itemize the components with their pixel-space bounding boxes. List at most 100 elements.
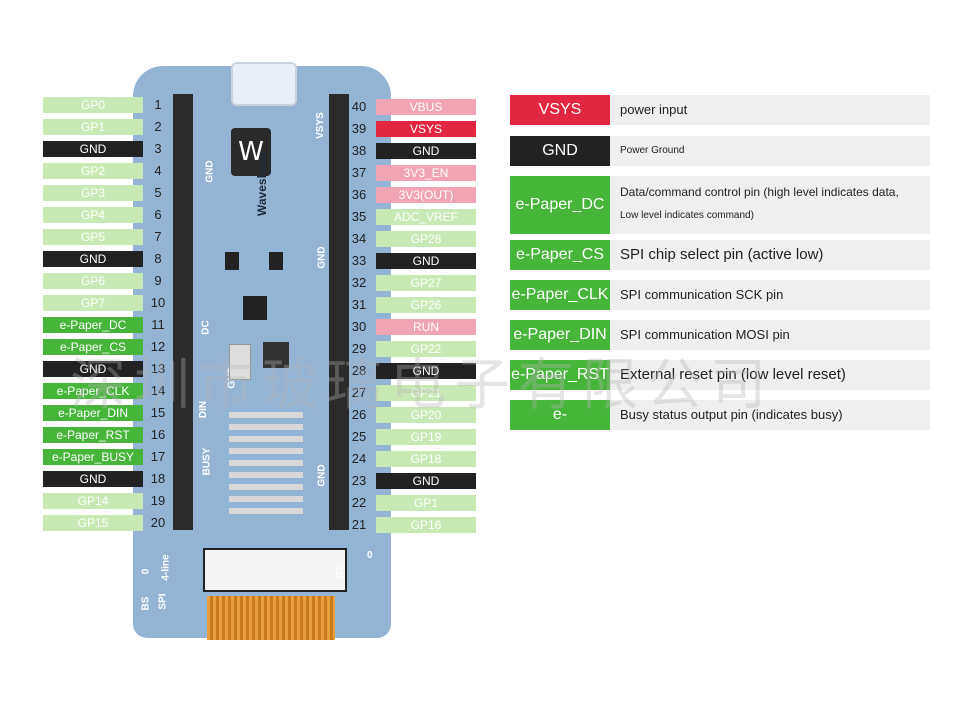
left-pin-number: 7 (154, 229, 162, 244)
right-pin-label: GND (376, 473, 476, 489)
left-pin-label: e-Paper_DIN (43, 405, 143, 421)
legend-tag: GND (510, 136, 610, 166)
silk-left-dc: DC (200, 320, 212, 335)
silk-bottom-left-bs: BS (140, 596, 152, 611)
right-pin-label: GP18 (376, 451, 476, 467)
right-pin-number: 30 (351, 319, 367, 334)
left-pin-number: 4 (154, 163, 162, 178)
fpc-connector-icon (203, 548, 347, 592)
left-pin-label: GP0 (43, 97, 143, 113)
capacitor-icon (263, 342, 289, 368)
silk-bottom-left-spi: SPI (157, 593, 169, 610)
left-pin-number: 13 (150, 361, 166, 376)
left-pin-label: GP1 (43, 119, 143, 135)
left-pin-number: 17 (150, 449, 166, 464)
silk-left-busy: BUSY (201, 447, 213, 476)
legend-row: e-Paper_DC Data/command control pin (high… (510, 176, 930, 234)
watermark-text: 深圳市玻璃电子有限公司 (70, 353, 774, 418)
right-pin-number: 32 (351, 275, 367, 290)
right-pin-label: GND (376, 363, 476, 379)
legend-row: e-Paper_BUSY Busy status output pin (indi… (510, 400, 930, 453)
right-pin-label: VSYS (376, 121, 476, 137)
legend-tag: e-Paper_CS (510, 240, 610, 270)
left-pin-label: GND (43, 141, 143, 157)
chip-icon (269, 252, 283, 270)
right-pin-label: GND (376, 253, 476, 269)
right-pin-label: 3V3(OUT) (376, 187, 476, 203)
right-pin-number: 40 (351, 99, 367, 114)
right-pin-label: 3V3_EN (376, 165, 476, 181)
fpc-cable-icon (207, 596, 335, 640)
legend-tag: e-Paper_RST (510, 360, 610, 390)
right-pin-number: 37 (351, 165, 367, 180)
waveshare-logo-icon: W (231, 128, 271, 176)
legend-description: Busy status output pin (indicates busy) (620, 407, 843, 422)
right-pin-number: 25 (351, 429, 367, 444)
right-pin-label: GP27 (376, 275, 476, 291)
right-pin-number: 34 (351, 231, 367, 246)
left-pin-label: GP5 (43, 229, 143, 245)
right-pin-number: 22 (351, 495, 367, 510)
right-pin-number: 35 (351, 209, 367, 224)
right-pin-label: GP16 (376, 517, 476, 533)
legend-tag: VSYS (510, 95, 610, 125)
right-pin-number: 31 (351, 297, 367, 312)
legend-description-line2: Low level indicates command) (620, 210, 754, 221)
right-pin-number: 38 (351, 143, 367, 158)
right-pin-number: 23 (351, 473, 367, 488)
right-pin-label: GP19 (376, 429, 476, 445)
left-pin-number: 5 (154, 185, 162, 200)
right-pin-header (329, 94, 349, 530)
left-pin-label: e-Paper_BUSY (43, 449, 143, 465)
driver-board: W Waveshare GND DC DIN GND CS BUSY VSYS … (133, 62, 391, 640)
right-pin-number: 39 (351, 121, 367, 136)
left-pin-number: 18 (150, 471, 166, 486)
left-pin-number: 8 (154, 251, 162, 266)
silk-bottom-left-0: 0 (140, 568, 152, 575)
left-pin-number: 6 (154, 207, 162, 222)
left-pin-label: e-Paper_CS (43, 339, 143, 355)
legend-tag: e-Paper_BUSY (510, 400, 610, 453)
chip-icon (243, 296, 267, 320)
resistor-grid (229, 406, 303, 514)
legend-description: Data/command control pin (high level ind… (620, 185, 899, 199)
left-pin-header (173, 94, 193, 530)
legend-description: External reset pin (low level reset) (620, 366, 846, 383)
right-pin-label: ADC_VREF (376, 209, 476, 225)
legend-tag: e-Paper_DC (510, 176, 610, 234)
left-pin-label: e-Paper_DC (43, 317, 143, 333)
legend-row: GND Power Ground (510, 136, 930, 166)
legend-row: e-Paper_CS SPI chip select pin (active lo… (510, 240, 930, 270)
left-pin-label: e-Paper_RST (43, 427, 143, 443)
left-pin-number: 14 (150, 383, 166, 398)
legend-description: SPI communication SCK pin (620, 287, 784, 302)
silk-bottom-right-0: 0 (367, 550, 373, 561)
legend-description: SPI chip select pin (active low) (620, 246, 824, 263)
left-pin-number: 9 (154, 273, 162, 288)
silk-right-vsys: VSYS (314, 112, 326, 139)
right-pin-number: 27 (351, 385, 367, 400)
right-pin-label: RUN (376, 319, 476, 335)
left-pin-label: GND (43, 361, 143, 377)
legend-description: Power Ground (620, 145, 685, 156)
left-pin-label: GP3 (43, 185, 143, 201)
left-pin-label: e-Paper_CLK (43, 383, 143, 399)
left-pin-label: GP6 (43, 273, 143, 289)
legend-description: SPI communication MOSI pin (620, 327, 790, 342)
right-pin-number: 36 (351, 187, 367, 202)
left-pin-label: GP14 (43, 493, 143, 509)
left-pin-number: 3 (154, 141, 162, 156)
usb-connector-icon (231, 62, 297, 106)
legend-tag: e-Paper_CLK (510, 280, 610, 310)
right-pin-number: 29 (351, 341, 367, 356)
silk-right-gnd-2: GND (316, 464, 328, 487)
right-pin-label: GP1 (376, 495, 476, 511)
right-pin-label: GP20 (376, 407, 476, 423)
left-pin-number: 1 (154, 97, 162, 112)
silk-bottom-left-4line: 4-line (160, 554, 172, 581)
silk-bottom-right-bs: BS (334, 564, 346, 579)
brand-text: Waveshare (255, 153, 269, 216)
left-pin-label: GP7 (43, 295, 143, 311)
